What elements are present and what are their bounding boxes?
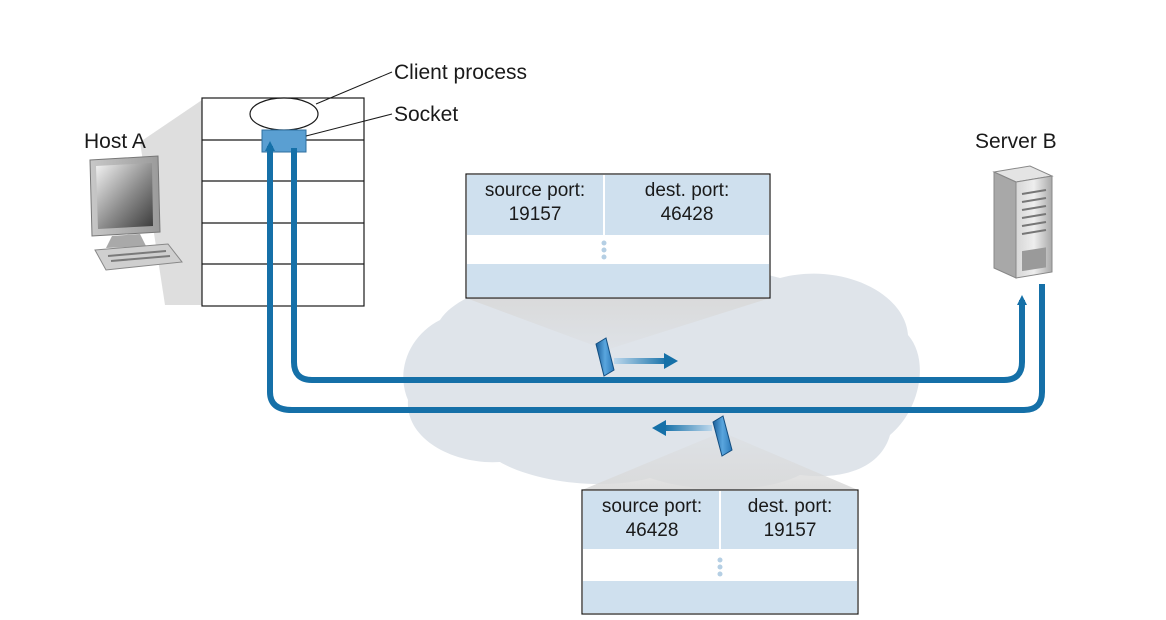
host-projection: [140, 100, 202, 305]
segment-header: source port: 46428 dest. port: 19157: [581, 489, 859, 615]
client-process-leader: [315, 71, 393, 105]
server-b-label: Server B: [975, 130, 1057, 153]
client-process-ellipse: [249, 97, 319, 131]
packet-icon: [595, 337, 678, 377]
source-port-label: source port:: [602, 496, 702, 517]
source-port-value: 19157: [509, 204, 562, 225]
segment-2-projection: [582, 432, 858, 490]
socket-label: Socket: [394, 103, 458, 126]
path-b-to-a: [265, 141, 1045, 413]
host-a-label: Host A: [84, 130, 146, 153]
segment-header: source port: 19157 dest. port: 46428: [465, 173, 771, 299]
desktop-computer-icon: [89, 155, 183, 271]
dest-port-value: 46428: [661, 204, 714, 225]
server-tower-icon: [992, 165, 1054, 279]
source-port-value: 46428: [626, 520, 679, 541]
segment-1-projection: [466, 298, 770, 350]
source-port-label: source port:: [485, 180, 585, 201]
dest-port-label: dest. port:: [748, 496, 833, 517]
socket-leader: [305, 113, 393, 137]
packet-icon: [652, 415, 733, 457]
client-process-label: Client process: [394, 61, 527, 84]
path-a-to-b: [291, 148, 1027, 383]
dest-port-value: 19157: [764, 520, 817, 541]
dest-port-label: dest. port:: [645, 180, 730, 201]
